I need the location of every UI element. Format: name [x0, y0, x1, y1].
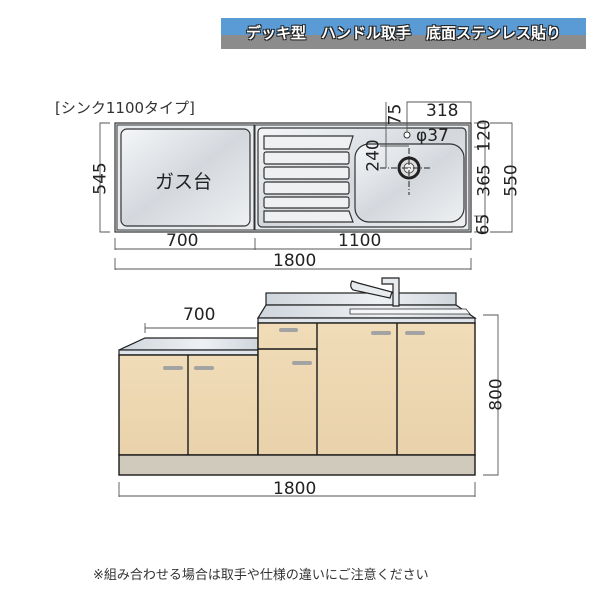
dim-gas-width: 700	[166, 231, 199, 251]
dim-height: 800	[486, 378, 507, 411]
dim-total-width-front: 1800	[273, 479, 317, 499]
dim-depth-left: 545	[90, 162, 111, 195]
sink-type-label: [シンク1100タイプ]	[55, 99, 195, 117]
dim-right-total: 550	[501, 164, 522, 197]
feature-banner: デッキ型 ハンドル取手 底面ステンレス貼り	[221, 18, 586, 49]
gas-stove-label: ガス台	[155, 171, 213, 193]
dim-right-bottom: 65	[473, 213, 494, 236]
footnote: ※組み合わせる場合は取手や仕様の違いにご注意ください	[93, 568, 429, 583]
dim-total-width-top: 1800	[273, 251, 317, 271]
dim-drain-offset-right: 318	[426, 101, 459, 121]
dim-right-top: 120	[474, 119, 495, 152]
dim-sink-width: 1100	[338, 231, 382, 251]
dim-right-mid: 365	[474, 164, 495, 197]
top-view	[99, 101, 513, 270]
dim-faucet-offset-top: 75	[385, 103, 406, 126]
front-view	[118, 277, 499, 497]
dim-gas-counter-width: 700	[183, 305, 216, 325]
dim-faucet-hole-dia: φ37	[416, 126, 449, 146]
dim-drain-offset: 240	[363, 139, 384, 172]
banner-text: デッキ型 ハンドル取手 底面ステンレス貼り	[245, 24, 561, 42]
